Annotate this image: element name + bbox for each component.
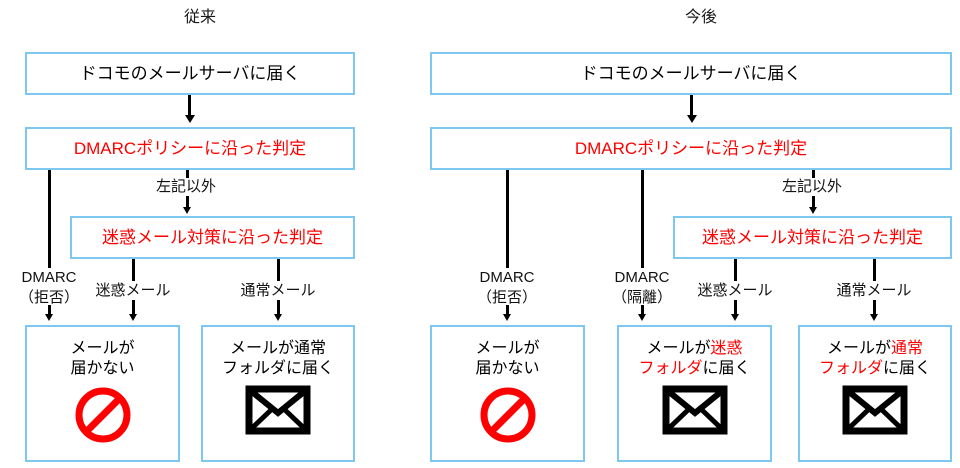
panel-legacy: 従来 ドコモのメールサーバに届く DMARCポリシーに沿った判定 左記以外 迷惑…: [0, 0, 420, 468]
future-arrowhead-to-spam-folder: [638, 314, 646, 321]
legacy-connector-spam-mail-stem: [132, 300, 135, 315]
legacy-arrowhead-arrive-to-dmarc: [185, 115, 195, 123]
future-label-dmarc-quarantine-line2: （隔離）: [611, 289, 672, 306]
legacy-arrowhead-to-blocked: [45, 314, 53, 321]
future-connector-dmarc-reject: [506, 170, 509, 270]
future-connector-other-stem: [812, 196, 815, 208]
future-connector-dmarc-quarantine-stem: [641, 305, 644, 315]
legacy-connector-other-stem: [186, 196, 189, 208]
future-result-normal-line1: メールが通常: [827, 339, 923, 359]
future-result-spam-line2-black: に届く: [702, 360, 751, 377]
legacy-arrowhead-to-spam-policy: [183, 207, 191, 214]
legacy-connector-normal-mail-stem: [277, 300, 280, 315]
future-connector-dmarc-reject-stem: [506, 305, 509, 315]
legacy-label-dmarc-reject-line1: DMARC: [21, 269, 77, 286]
legacy-connector-normal-mail: [277, 259, 280, 281]
future-box-dmarc-policy: DMARCポリシーに沿った判定: [430, 127, 952, 170]
future-label-dmarc-quarantine-line1: DMARC: [614, 269, 670, 286]
future-box-dmarc-policy-label: DMARCポリシーに沿った判定: [574, 138, 808, 158]
future-result-normal-line1-black: メールが: [826, 340, 891, 357]
future-connector-dmarc-to-spam: [812, 170, 815, 182]
legacy-connector-dmarc-reject-stem: [48, 305, 51, 315]
future-connector-spam-mail: [734, 259, 737, 281]
legacy-connector-arrive-to-dmarc: [188, 95, 191, 117]
future-arrowhead-to-blocked: [503, 314, 511, 321]
legacy-box-arrive: ドコモのメールサーバに届く: [25, 52, 355, 95]
legacy-box-dmarc-policy-label: DMARCポリシーに沿った判定: [73, 138, 307, 158]
legacy-box-spam-policy-label: 迷惑メール対策に沿った判定: [102, 227, 323, 247]
legacy-connector-dmarc-reject: [48, 170, 51, 270]
future-arrowhead-spam-to-box: [731, 314, 739, 321]
future-connector-arrive-to-dmarc: [690, 95, 693, 117]
future-box-spam-policy-label: 迷惑メール対策に沿った判定: [702, 227, 923, 247]
legacy-result-blocked-line1: メールが: [70, 340, 135, 357]
legacy-label-normal-mail: 通常メール: [238, 282, 318, 299]
envelope-icon: [662, 385, 728, 435]
future-box-result-spam: メールが迷惑 フォルダに届く: [617, 325, 772, 462]
future-result-blocked-line2: 届かない: [475, 360, 540, 377]
future-label-spam-mail: 迷惑メール: [695, 282, 775, 299]
legacy-arrowhead-spam-to-box: [129, 314, 137, 321]
future-result-normal-line2: フォルダに届く: [819, 359, 931, 379]
future-box-arrive-label: ドコモのメールサーバに届く: [580, 63, 802, 83]
future-connector-spam-mail-stem: [734, 300, 737, 315]
future-box-result-normal: メールが通常 フォルダに届く: [798, 325, 952, 462]
future-connector-dmarc-quarantine: [641, 170, 644, 270]
future-arrowhead-to-spam-policy: [809, 207, 817, 214]
future-result-normal-line2-red: フォルダ: [818, 360, 883, 377]
legacy-label-dmarc-reject: DMARC （拒否）: [5, 268, 93, 308]
panel-future: 今後 ドコモのメールサーバに届く DMARCポリシーに沿った判定 左記以外 迷惑…: [420, 0, 960, 468]
legacy-box-arrive-label: ドコモのメールサーバに届く: [79, 63, 301, 83]
future-label-normal-mail: 通常メール: [834, 282, 914, 299]
envelope-icon: [842, 385, 908, 435]
legacy-label-dmarc-reject-line2: （拒否）: [18, 289, 79, 306]
legacy-result-blocked-line2: 届かない: [70, 360, 135, 377]
legacy-box-result-normal: メールが通常 フォルダに届く: [201, 325, 355, 462]
future-label-dmarc-reject: DMARC （拒否）: [463, 268, 551, 308]
future-result-spam-line1-black: メールが: [646, 340, 711, 357]
future-result-spam-line2-red: フォルダ: [638, 360, 703, 377]
future-arrowhead-arrive-to-dmarc: [687, 115, 697, 123]
future-label-dmarc-quarantine: DMARC （隔離）: [598, 268, 686, 308]
future-box-arrive: ドコモのメールサーバに届く: [430, 52, 952, 95]
future-result-blocked-line1: メールが: [475, 340, 540, 357]
future-result-spam-line1-red: 迷惑: [710, 340, 743, 357]
legacy-box-result-blocked: メールが 届かない: [25, 325, 180, 462]
legacy-connector-dmarc-to-spam: [186, 170, 189, 182]
future-box-spam-policy: 迷惑メール対策に沿った判定: [673, 216, 952, 259]
legacy-result-normal-line2: フォルダに届く: [221, 360, 334, 377]
prohibition-icon: [478, 385, 538, 445]
future-label-dmarc-reject-line1: DMARC: [479, 269, 535, 286]
future-arrowhead-normal-to-box: [870, 314, 878, 321]
legacy-label-spam-mail: 迷惑メール: [93, 282, 173, 299]
future-connector-normal-mail: [873, 259, 876, 281]
future-result-spam-line1: メールが迷惑: [646, 339, 742, 359]
future-box-result-blocked: メールが 届かない: [430, 325, 585, 462]
future-label-other: 左記以外: [772, 178, 852, 195]
panel-future-title: 今後: [684, 9, 717, 26]
legacy-box-spam-policy: 迷惑メール対策に沿った判定: [70, 216, 355, 259]
legacy-result-normal-line1: メールが通常: [229, 340, 326, 357]
prohibition-icon: [73, 385, 133, 445]
legacy-box-dmarc-policy: DMARCポリシーに沿った判定: [25, 127, 355, 170]
future-label-dmarc-reject-line2: （拒否）: [476, 289, 537, 306]
legacy-connector-spam-mail: [132, 259, 135, 281]
envelope-icon: [245, 385, 311, 435]
future-result-spam-line2: フォルダに届く: [638, 359, 750, 379]
future-result-normal-line2-black: に届く: [883, 360, 932, 377]
legacy-arrowhead-normal-to-box: [274, 314, 282, 321]
panel-legacy-title: 従来: [183, 9, 216, 26]
future-connector-normal-mail-stem: [873, 300, 876, 315]
legacy-label-other: 左記以外: [146, 178, 226, 195]
future-result-normal-line1-red: 通常: [891, 340, 924, 357]
